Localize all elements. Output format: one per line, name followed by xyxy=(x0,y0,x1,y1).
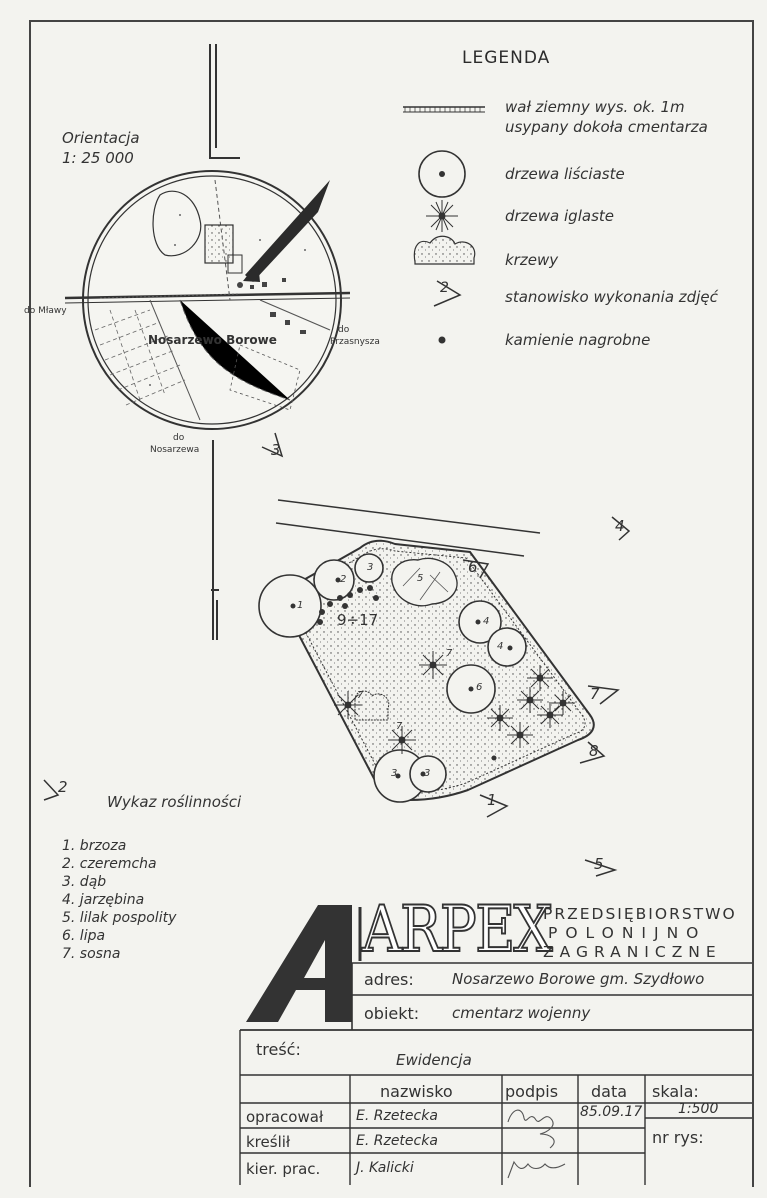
photo-position-markers xyxy=(43,432,631,877)
photo-position-2: 2 xyxy=(58,778,68,796)
signature-1 xyxy=(507,1109,555,1149)
tree-label-linden: 6 xyxy=(476,682,483,693)
column-header-signature: podpis xyxy=(505,1082,559,1101)
drawing-number-label: nr rys: xyxy=(652,1128,704,1147)
shrub-icon xyxy=(413,235,476,265)
north-axis xyxy=(209,44,240,640)
tree-label-pine-2: 7 xyxy=(357,690,364,701)
orientation-title-text: Orientacja xyxy=(62,129,140,147)
legend-title: LEGENDA xyxy=(462,48,551,68)
legend-text-deciduous: drzewa liściaste xyxy=(505,165,625,183)
legend-text-wall-2: usypany dokoła cmentarza xyxy=(505,118,708,136)
gravestones-range: 9÷17 xyxy=(337,611,379,629)
tree-label-birch: 1 xyxy=(297,600,304,611)
company-line-1: PRZEDSIĘBIORSTWO xyxy=(543,905,737,923)
table-row-name: E. Rzetecka xyxy=(356,1133,438,1149)
table-row-role: opracował xyxy=(246,1108,324,1126)
tree-label-oak-2: 3 xyxy=(391,768,398,779)
legend-text-shrub: krzewy xyxy=(505,251,559,269)
orientation-map xyxy=(64,170,351,430)
company-line-2: POLONIJNO xyxy=(548,924,707,942)
sheet-border xyxy=(29,20,754,1187)
photo-position-8: 8 xyxy=(589,742,599,760)
orientation-title: Orientacja 1: 25 000 xyxy=(62,128,140,168)
photo-position-6: 6 xyxy=(468,558,478,576)
photo-position-1: 1 xyxy=(487,791,497,809)
list-item: 6. lipa xyxy=(62,928,106,944)
plant-list: 1. brzoza 2. czeremcha 3. dąb 4. jarzębi… xyxy=(62,837,176,963)
map-village-label: Nosarzewo Borowe xyxy=(148,333,277,347)
table-row-name: J. Kalicki xyxy=(356,1160,414,1176)
list-item: 5. lilak pospolity xyxy=(62,910,177,926)
list-item: 7. sosna xyxy=(62,946,121,962)
tree-label-rowan-2: 4 xyxy=(497,641,504,652)
list-item: 3. dąb xyxy=(62,874,107,890)
photo-position-5: 5 xyxy=(594,855,604,873)
table-row-role: kreślił xyxy=(246,1133,291,1151)
company-line-3: ZAGRANICZNE xyxy=(543,943,722,961)
tree-label-oak-3: 3 xyxy=(424,768,431,779)
legend-text-photo: stanowisko wykonania zdjęć xyxy=(505,288,718,306)
tree-label-oak: 3 xyxy=(367,562,374,573)
table-row-name: E. Rzetecka xyxy=(356,1108,438,1124)
photo-position-4: 4 xyxy=(615,517,625,535)
content-label: treść: xyxy=(256,1040,301,1059)
list-item: 4. jarzębina xyxy=(62,892,145,908)
company-logo-text: ARPEX xyxy=(361,893,553,967)
tree-label-pine-1: 7 xyxy=(446,648,453,659)
map-label-nosarzew-2: Nosarzewa xyxy=(150,445,200,455)
object-value: cmentarz wojenny xyxy=(452,1004,591,1022)
content-value: Ewidencja xyxy=(396,1051,472,1069)
plant-list-title: Wykaz roślinności xyxy=(107,793,242,811)
legend-text-conifer: drzewa iglaste xyxy=(505,207,614,225)
signature-2 xyxy=(507,1160,566,1179)
legend-text-wall: wał ziemny wys. ok. 1m xyxy=(505,98,685,116)
photo-position-3: 3 xyxy=(271,441,281,459)
earth-wall-icon xyxy=(403,106,485,113)
map-label-nosarzew-1: do xyxy=(173,433,185,443)
table-row-role: kier. prac. xyxy=(246,1160,321,1178)
address-value: Nosarzewo Borowe gm. Szydłowo xyxy=(452,970,705,988)
map-label-przasnysz-1: do xyxy=(338,325,350,335)
gravestone-dot-icon xyxy=(438,336,446,344)
tree-label-pine-3: 7 xyxy=(396,721,403,732)
tree-label-rowan-1: 4 xyxy=(483,616,490,627)
cemetery-plan xyxy=(43,432,631,877)
tree-label-bird-cherry: 2 xyxy=(340,574,347,585)
title-block-grid xyxy=(239,1030,752,1185)
object-label: obiekt: xyxy=(364,1004,420,1023)
photo-position-7: 7 xyxy=(590,685,600,703)
address-label: adres: xyxy=(364,970,414,989)
map-label-mlawa: do Mławy xyxy=(24,306,67,316)
photo-position-icon xyxy=(433,280,462,307)
tree-label-lilac: 5 xyxy=(417,573,424,584)
column-header-date: data xyxy=(591,1082,628,1101)
scale-label: skala: xyxy=(652,1082,699,1101)
map-label-przasnysz-2: Przasnysza xyxy=(330,337,380,347)
table-row-date: 85.09.17 xyxy=(580,1104,643,1120)
legend-photo-number: 2 xyxy=(440,280,449,296)
conifer-tree-icon xyxy=(426,200,458,232)
column-header-name: nazwisko xyxy=(380,1082,453,1101)
conifer-group xyxy=(334,651,575,754)
list-item: 1. brzoza xyxy=(62,838,127,854)
legend-text-gravestones: kamienie nagrobne xyxy=(505,331,651,349)
deciduous-tree-icon xyxy=(418,150,466,198)
scale-value: 1:500 xyxy=(678,1101,719,1117)
arpex-logo-graphic xyxy=(240,905,752,1031)
orientation-scale: 1: 25 000 xyxy=(62,149,134,167)
list-item: 2. czeremcha xyxy=(62,856,157,872)
